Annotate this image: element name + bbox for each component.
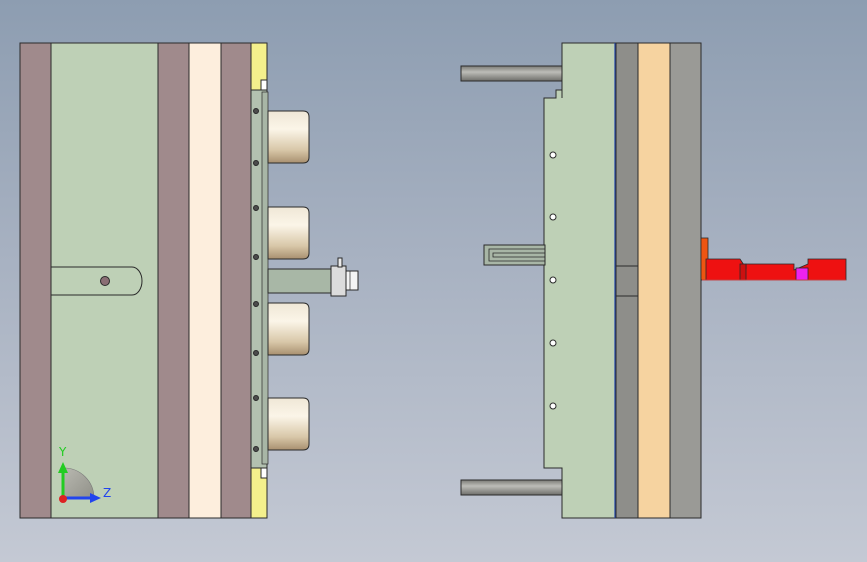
face-hole [253,446,259,452]
x-axis-dot [59,495,67,503]
face-hole [253,108,259,114]
axis-triad[interactable]: Y Z [58,445,111,503]
face-hole [253,254,259,260]
ejector-plate [637,42,671,519]
core-cylinder-3 [267,302,310,356]
support-plate [157,42,190,519]
fixed-mold-half [19,42,269,519]
core-cylinder-4 [267,397,310,451]
sprue-pin [337,257,343,268]
ejected-part [700,237,847,281]
y-axis-arrow [58,462,68,473]
guide-pin-top [460,65,563,82]
core-cylinder-2 [267,206,310,260]
spacer-plate [188,42,222,519]
core-hole [549,151,557,159]
retainer-plate [220,42,252,519]
clamp-plate-right [669,42,702,519]
core-hole [549,213,557,221]
part-insert [795,267,809,281]
sprue-cap [345,270,359,291]
face-inner-bar [261,91,269,465]
guide-pin-bottom [460,479,563,496]
sprue-neck [330,265,347,297]
core-hole [549,339,557,347]
face-notch-bottom [260,467,268,479]
face-notch-top [260,79,268,91]
part-body [705,258,847,281]
face-hole [253,395,259,401]
part-step [739,263,747,281]
z-axis-arrow [90,493,101,503]
face-hole [253,205,259,211]
core-hole [549,402,557,410]
guide-slot [50,266,143,296]
clamp-plate-left [19,42,52,519]
core-cylinders [267,110,310,451]
face-hole [253,160,259,166]
core-cylinder-1 [267,110,310,164]
runner-insert [483,244,546,266]
slot-pin [100,276,110,286]
z-axis-label: Z [103,486,111,500]
moving-mold-half [460,42,702,519]
face-hole [253,350,259,356]
face-hole [253,301,259,307]
y-axis-label: Y [58,445,67,459]
sprue-bushing [267,257,359,297]
sprue-body [267,268,332,294]
support-plate-right [615,42,639,519]
core-hole [549,276,557,284]
